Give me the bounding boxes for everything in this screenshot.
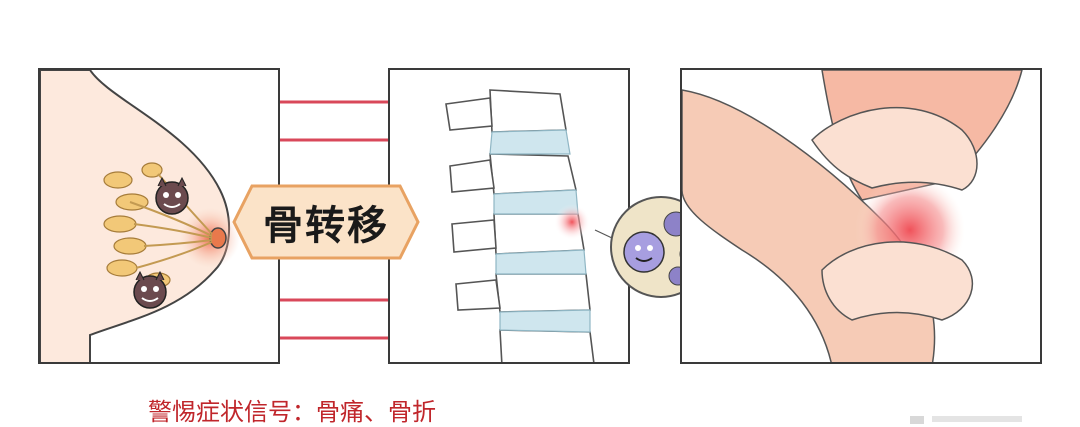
watermark-logo [910,416,1022,424]
nipple [209,227,227,249]
banner-label: 骨转移 [263,203,389,249]
bone-pain-spot [554,204,590,240]
magnify-pointer [594,229,613,239]
tumor-cell-icon [155,176,189,215]
hands [811,106,978,321]
spine-vertebrae-illustration [445,89,613,362]
breast-anatomy-illustration [40,70,240,362]
tumor-cell-icon [133,270,167,309]
cancer-cell-icon [623,231,665,273]
bone-metastasis-banner [232,184,420,260]
milk-ducts [129,173,213,269]
spine-illustration-panel [388,68,630,364]
knee-pain-illustration-panel [680,68,1042,364]
intervertebral-discs [489,129,591,333]
mammary-glands [103,162,181,288]
knee-pain-illustration [682,70,1023,362]
warning-caption: 警惕症状信号：骨痛、骨折 [148,398,436,426]
